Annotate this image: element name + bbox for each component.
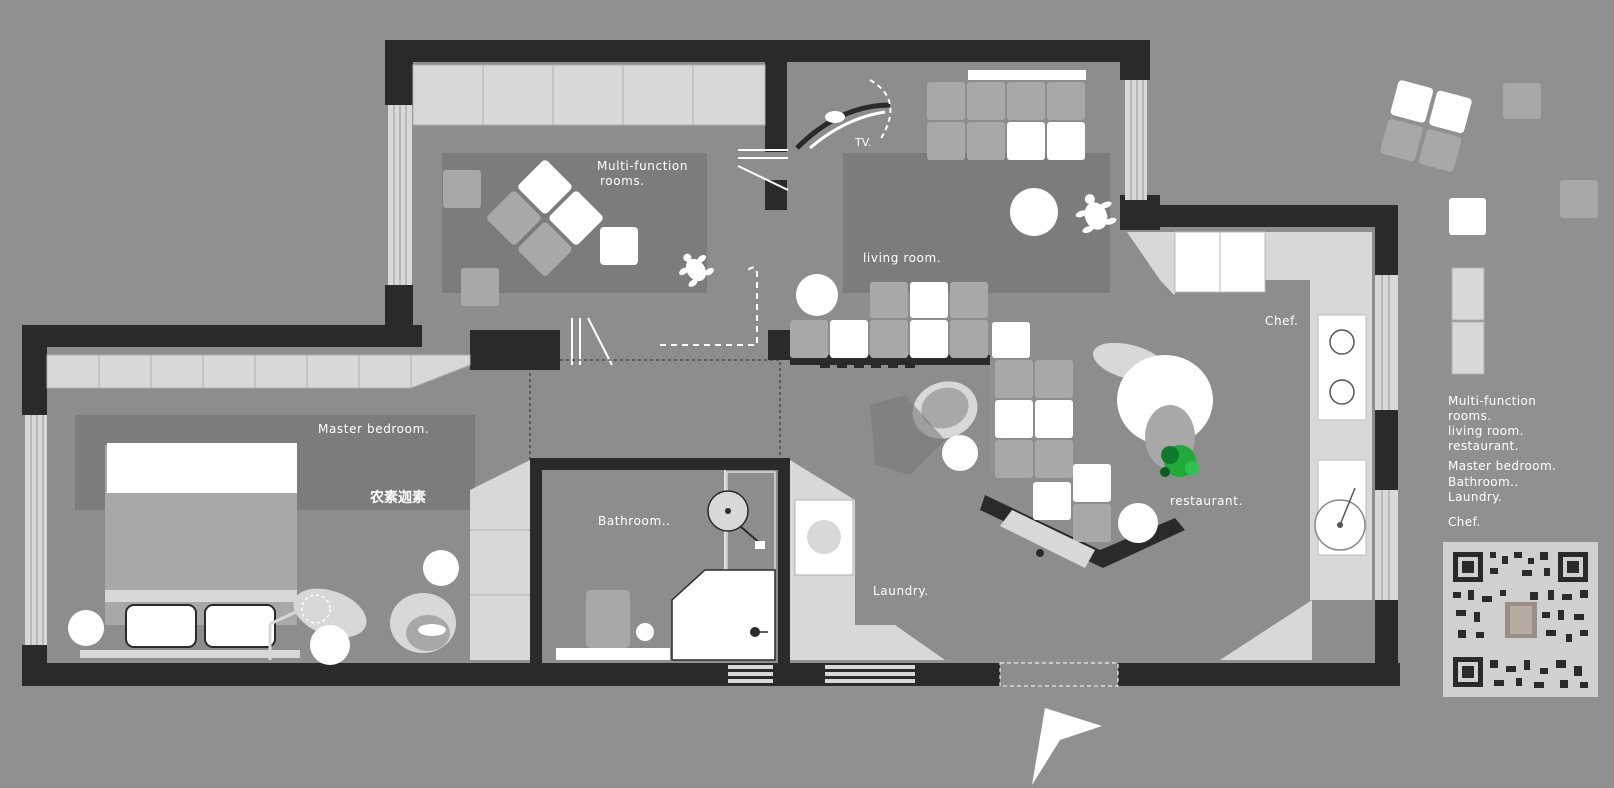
turtle-icon xyxy=(679,253,714,287)
label-chef: Chef. xyxy=(1265,314,1299,328)
green-accent-icon xyxy=(1160,445,1199,477)
living-rug xyxy=(843,153,1110,293)
label-restaurant: restaurant. xyxy=(1170,494,1243,508)
legend-item: Master bedroom. xyxy=(1448,459,1556,473)
windows xyxy=(25,80,1398,645)
legend-item: Multi-function xyxy=(1448,394,1536,408)
legend-item: Chef. xyxy=(1448,515,1481,529)
brand-logo: 农素迦素 xyxy=(369,489,426,506)
legend-tiles xyxy=(1380,80,1598,375)
kitchen: Chef. xyxy=(1127,231,1372,660)
label-master-bedroom: Master bedroom. xyxy=(318,422,429,436)
tv-cabinet xyxy=(968,70,1086,80)
turtle-icon xyxy=(1075,194,1117,233)
legend-item: living room. xyxy=(1448,424,1524,438)
restaurant-area: restaurant. xyxy=(870,342,1243,568)
door-swing-path xyxy=(660,266,758,346)
steps xyxy=(728,665,915,683)
dashed-threshold xyxy=(820,360,915,368)
sofa-bottom xyxy=(790,282,1030,358)
master-bedroom: Master bedroom. 农素迦素 xyxy=(46,354,530,665)
wardrobe-top xyxy=(412,64,766,126)
legend-item: Bathroom.. xyxy=(1448,475,1519,489)
entrance-opening xyxy=(999,662,1119,687)
label-living-room: living room. xyxy=(863,251,941,265)
legend: Multi-function rooms. living room. resta… xyxy=(1448,394,1556,529)
sofa-top xyxy=(927,82,1085,160)
north-arrow-icon xyxy=(1032,708,1102,785)
laundry: Laundry. xyxy=(790,460,945,660)
bedroom-wardrobe xyxy=(46,354,471,389)
label-multi-function: Multi-function xyxy=(597,159,688,173)
label-tv: TV. xyxy=(854,136,871,149)
legend-item: restaurant. xyxy=(1448,439,1519,453)
bathroom: Bathroom.. xyxy=(556,470,776,661)
label-laundry: Laundry. xyxy=(873,584,929,598)
multi-function-room: Multi-function rooms. xyxy=(412,64,789,366)
legend-item: rooms. xyxy=(1448,409,1492,423)
label-rooms: rooms. xyxy=(600,174,645,188)
qr-code-icon xyxy=(1443,542,1598,697)
banquette xyxy=(995,360,1111,542)
legend-item: Laundry. xyxy=(1448,490,1502,504)
rotated-cushions xyxy=(487,160,603,276)
living-room: TV. living room. xyxy=(790,70,1117,368)
label-bathroom: Bathroom.. xyxy=(598,514,671,528)
